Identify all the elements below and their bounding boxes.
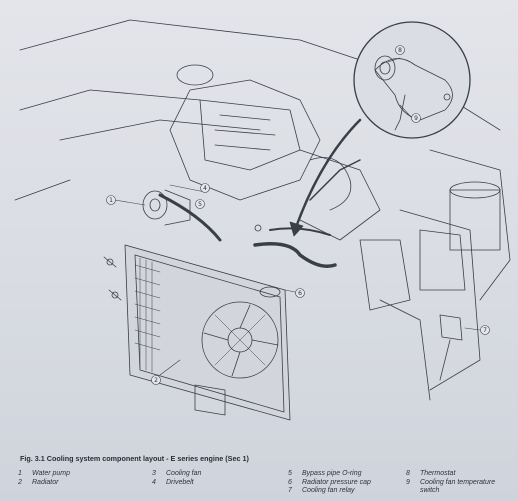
legend-item: 9 Cooling fan temperature switch	[406, 479, 510, 496]
legend-col-1: 1 Water pump 2 Radiator	[18, 470, 70, 487]
water-pump	[142, 190, 168, 220]
callout-9: 9	[414, 115, 418, 122]
legend-label: Drivebelt	[166, 478, 194, 486]
callout-7: 7	[483, 327, 487, 334]
bottom-hose	[253, 242, 337, 268]
legend-label: Radiator	[32, 478, 59, 486]
legend-col-3: 5 Bypass pipe O-ring 6 Radiator pressure c…	[288, 470, 371, 496]
legend-num: 2	[18, 478, 22, 486]
top-hose	[158, 193, 222, 242]
legend-num: 8	[406, 470, 410, 477]
legend-label: Radiator pressure cap	[302, 478, 371, 486]
legend-label: Cooling fan temperature switch	[420, 478, 496, 495]
engine-block	[169, 79, 321, 201]
legend-num: 9	[406, 478, 410, 486]
legend-col-4: 8 Thermostat 9 Cooling fan temperature swi…	[406, 470, 510, 496]
radiator-cap	[259, 286, 281, 298]
legend-label: Cooling fan	[166, 470, 202, 477]
legend-label: Cooling fan relay	[302, 487, 355, 494]
legend-num: 6	[288, 478, 292, 486]
figure-caption: Fig. 3.1 Cooling system component layout…	[20, 454, 249, 463]
legend-num: 7	[288, 487, 292, 494]
cooling-fan	[201, 301, 279, 379]
inset-pointer-arrow	[293, 118, 362, 232]
legend-item: 4 Drivebelt	[152, 479, 201, 488]
legend-item: 6 Radiator pressure cap	[288, 479, 371, 488]
legend-item: 7 Cooling fan relay	[288, 487, 371, 496]
legend-col-2: 3 Cooling fan 4 Drivebelt	[152, 470, 201, 487]
thermostat-detail-inset	[353, 21, 471, 139]
legend-num: 3	[152, 470, 156, 477]
legend-label: Thermostat	[420, 470, 456, 477]
legend-item: 3 Cooling fan	[152, 470, 201, 479]
expansion-tank	[449, 189, 501, 251]
callout-1: 1	[109, 197, 113, 204]
callout-6: 6	[298, 290, 302, 297]
legend-item: 1 Water pump	[18, 470, 70, 479]
legend-item: 5 Bypass pipe O-ring	[288, 470, 371, 479]
callout-8: 8	[398, 47, 402, 54]
legend-item: 8 Thermostat	[406, 470, 510, 479]
legend-num: 4	[152, 478, 156, 486]
callout-5: 5	[198, 201, 202, 208]
legend-label: Bypass pipe O-ring	[302, 470, 362, 477]
legend-num: 5	[288, 470, 292, 477]
fan-relay	[439, 314, 463, 341]
callout-2: 2	[154, 377, 158, 384]
cooling-system-illustration: 1 2 4 5 6 7 8 9	[14, 19, 511, 421]
radiator	[124, 244, 291, 421]
legend-label: Water pump	[32, 470, 70, 477]
legend-item: 2 Radiator	[18, 479, 70, 488]
legend-num: 1	[18, 470, 22, 477]
callout-4: 4	[203, 185, 207, 192]
